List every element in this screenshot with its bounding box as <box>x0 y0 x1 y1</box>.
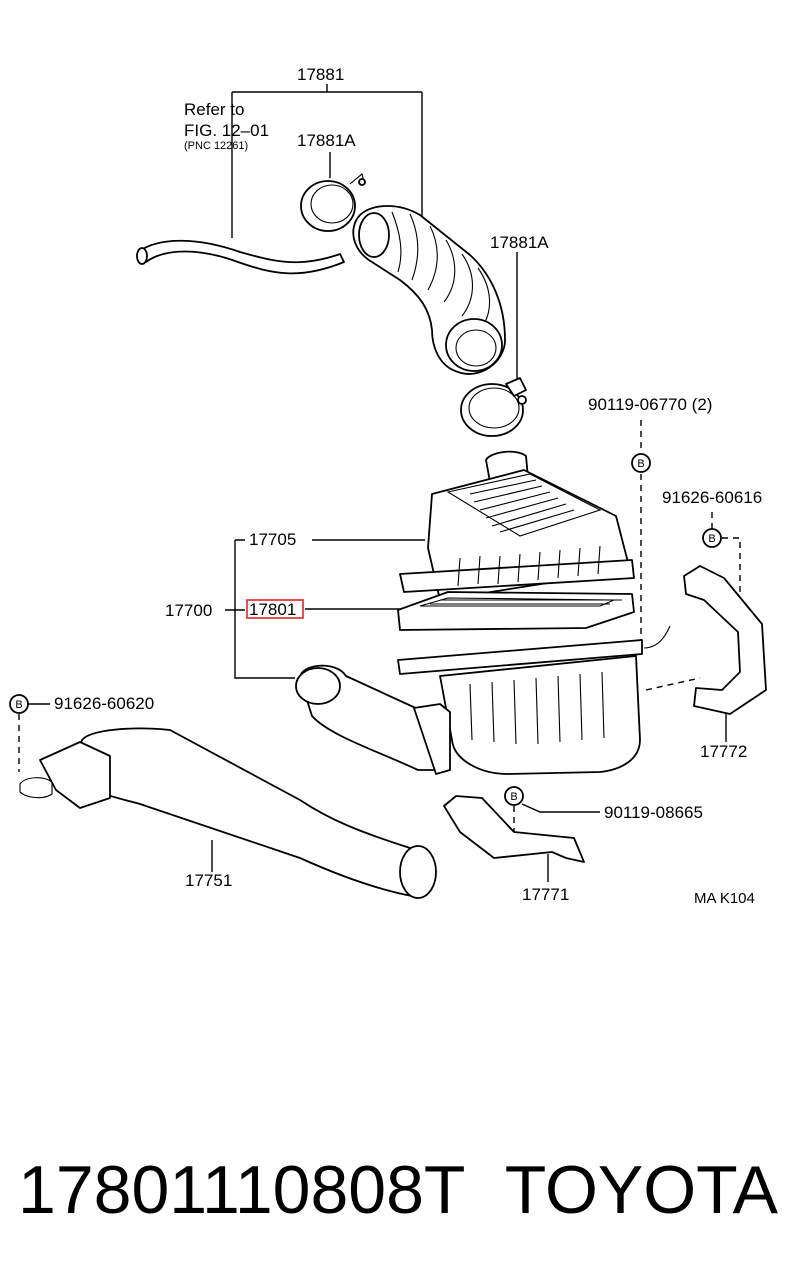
svg-text:B: B <box>637 458 644 470</box>
bolt-marker-3: B <box>9 694 29 714</box>
caption: 17801110808T TOYOTA <box>18 1145 778 1235</box>
bolt-marker-2: B <box>702 528 722 548</box>
svg-text:B: B <box>15 699 22 711</box>
air-cleaner-case <box>397 625 671 775</box>
label-17881: 17881 <box>297 65 344 84</box>
air-cleaner-cap <box>399 450 635 601</box>
caption-part-number: 17801110808T <box>18 1152 466 1228</box>
label-90119-06770: 90119-06770 (2) <box>588 395 712 414</box>
caption-brand: TOYOTA <box>504 1152 778 1228</box>
label-17881A-right: 17881A <box>490 233 549 252</box>
label-diagram-code: MA K104 <box>694 890 755 907</box>
label-17771: 17771 <box>522 885 569 904</box>
hose-clamp-bottom <box>460 377 527 437</box>
label-91626-60620: 91626-60620 <box>54 694 154 713</box>
label-refer-to: Refer to <box>184 100 244 119</box>
svg-text:B: B <box>510 791 517 803</box>
leader-lines <box>18 84 741 882</box>
bracket-17772 <box>683 565 767 715</box>
bolt-marker-1: B <box>631 453 651 473</box>
label-17700: 17700 <box>165 601 212 620</box>
bracket-17771 <box>443 795 585 863</box>
air-intake-hose <box>352 205 506 375</box>
label-17801: 17801 <box>249 600 296 619</box>
breather-hose <box>136 239 345 275</box>
label-17881A-top: 17881A <box>297 131 356 150</box>
bolt-marker-4: B <box>504 786 524 806</box>
label-91626-60616: 91626-60616 <box>662 488 762 507</box>
parts-diagram: B B B B 17881 Refer to FIG. 12–01 (PNC 1… <box>9 65 767 907</box>
highlight-box-17801 <box>246 599 304 619</box>
label-17751: 17751 <box>185 871 232 890</box>
air-filter-element <box>397 591 635 631</box>
label-17705: 17705 <box>249 530 296 549</box>
label-17772: 17772 <box>700 742 747 761</box>
svg-text:B: B <box>708 533 715 545</box>
hose-clamp-top <box>300 173 366 232</box>
label-fig-ref: FIG. 12–01 <box>184 121 269 140</box>
inlet-duct <box>19 664 451 899</box>
label-90119-08665: 90119-08665 <box>604 803 703 822</box>
label-pnc-ref: (PNC 12261) <box>184 140 248 152</box>
